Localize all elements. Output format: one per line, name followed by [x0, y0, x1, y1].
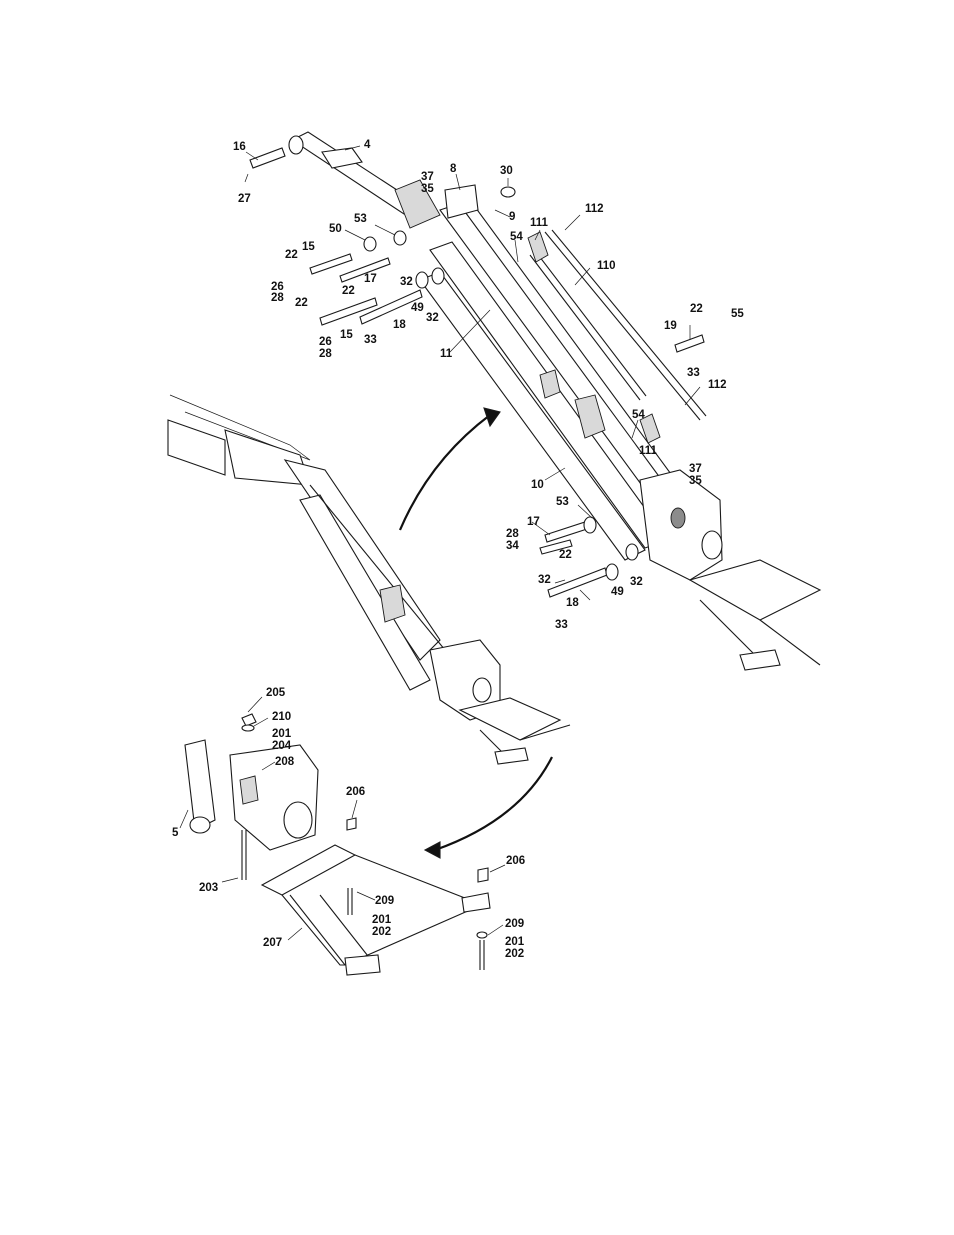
callout-55: 55	[731, 308, 744, 320]
callout-210: 210	[272, 711, 291, 723]
callout-206: 206	[346, 786, 365, 798]
callout-11: 11	[440, 348, 453, 360]
callout-18: 18	[393, 319, 406, 331]
callout-33: 33	[555, 619, 568, 631]
callout-201: 201	[372, 914, 392, 926]
callout-9: 9	[509, 211, 515, 223]
callout-205: 205	[266, 687, 286, 699]
callout-111: 111	[639, 445, 658, 457]
callout-208: 208	[275, 756, 295, 768]
callout-209: 209	[375, 895, 394, 907]
lower-boom-bracket	[640, 470, 820, 670]
callout-49: 49	[411, 302, 424, 314]
base-bracket-assembly	[185, 714, 490, 975]
callout-35: 35	[689, 475, 702, 487]
callout-15: 15	[302, 241, 315, 253]
callout-18: 18	[566, 597, 579, 609]
callout-32: 32	[426, 312, 439, 324]
callout-22: 22	[285, 249, 298, 261]
callout-209: 209	[505, 918, 524, 930]
callout-17: 17	[364, 273, 377, 285]
callout-32: 32	[630, 576, 643, 588]
callout-207: 207	[263, 937, 282, 949]
callout-203: 203	[199, 882, 218, 894]
callout-17: 17	[527, 516, 540, 528]
callout-15: 15	[340, 329, 353, 341]
callout-32: 32	[538, 574, 551, 586]
arrow-head-lower	[425, 842, 440, 858]
callout-28: 28	[506, 528, 519, 540]
upper-boom-assembly	[250, 132, 820, 670]
callout-37: 37	[421, 171, 434, 183]
callout-4: 4	[364, 139, 371, 151]
callout-206: 206	[506, 855, 525, 867]
callout-34: 34	[506, 540, 519, 552]
assembled-boom-view	[168, 395, 570, 764]
callout-37: 37	[689, 463, 702, 475]
callout-27: 27	[238, 193, 251, 205]
curved-arrow-lower	[435, 757, 552, 850]
callout-8: 8	[450, 163, 457, 175]
callout-54: 54	[510, 231, 523, 243]
callout-22: 22	[690, 303, 703, 315]
callout-54: 54	[632, 409, 645, 421]
callout-35: 35	[421, 183, 434, 195]
callout-16: 16	[233, 141, 246, 153]
callout-202: 202	[372, 926, 391, 938]
callout-112: 112	[708, 379, 727, 391]
callout-33: 33	[364, 334, 377, 346]
curved-arrow-upper	[400, 415, 490, 530]
callout-22: 22	[342, 285, 355, 297]
callout-32: 32	[400, 276, 413, 288]
callout-201: 201	[505, 936, 525, 948]
callout-112: 112	[585, 203, 604, 215]
callout-10: 10	[531, 479, 544, 491]
callout-33: 33	[687, 367, 700, 379]
callout-204: 204	[272, 740, 292, 752]
callout-50: 50	[329, 223, 342, 235]
callout-5: 5	[172, 827, 179, 839]
callout-26: 26	[319, 336, 332, 348]
callout-30: 30	[500, 165, 513, 177]
callout-53: 53	[556, 496, 569, 508]
callout-111: 111	[530, 217, 549, 229]
callout-22: 22	[559, 549, 572, 561]
callout-53: 53	[354, 213, 367, 225]
callout-19: 19	[664, 320, 677, 332]
callout-202: 202	[505, 948, 524, 960]
callout-22: 22	[295, 297, 308, 309]
callout-201: 201	[272, 728, 292, 740]
callout-110: 110	[597, 260, 616, 272]
callout-28: 28	[319, 348, 332, 360]
callout-49: 49	[611, 586, 624, 598]
callout-28: 28	[271, 292, 284, 304]
